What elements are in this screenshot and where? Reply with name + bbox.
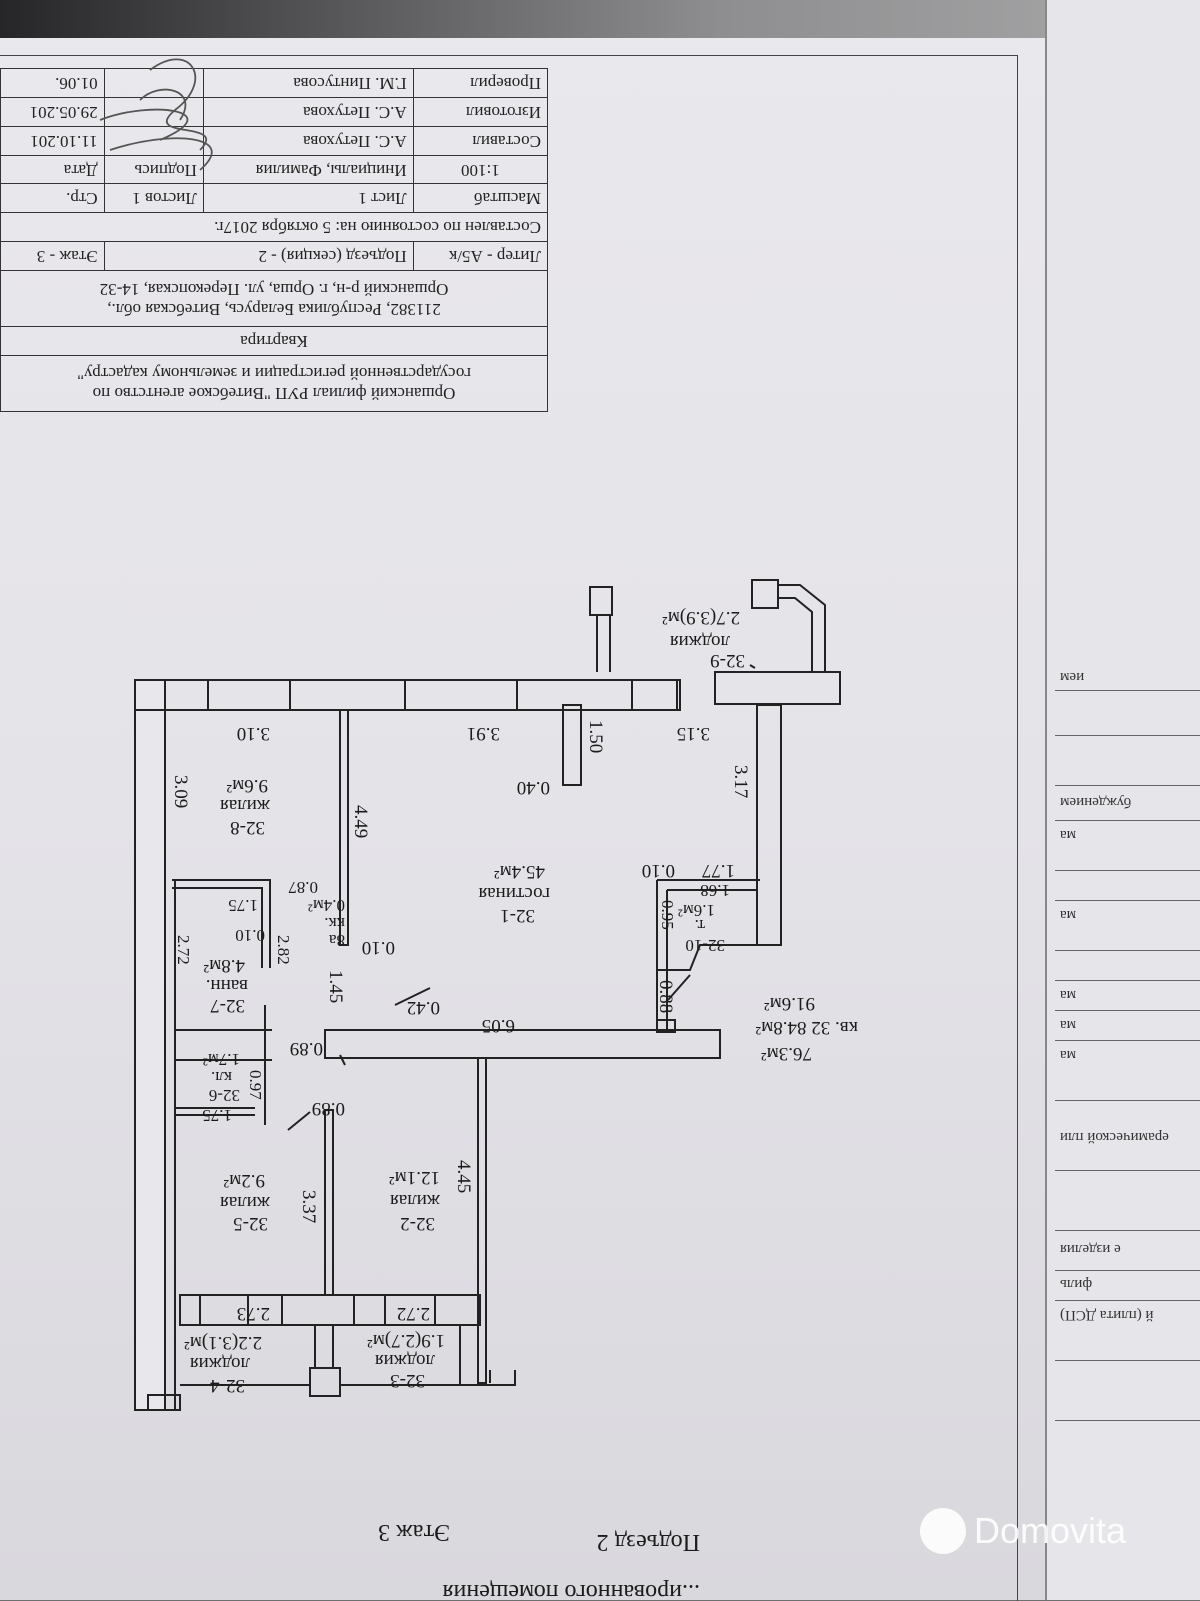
dimension: 3.10 <box>237 723 270 744</box>
room-area: 2.7(3.9)м² <box>662 607 740 628</box>
dimension: 1.75 <box>228 896 258 915</box>
room-name: жилая <box>220 1192 271 1213</box>
room-number: 32-8 <box>230 817 265 838</box>
room-name: кк. <box>324 914 345 933</box>
dimension: 0.10 <box>235 926 265 945</box>
dimension: 0.95 <box>658 900 677 930</box>
dimension: 0.89 <box>290 1038 323 1059</box>
room-name: лоджия <box>670 631 730 652</box>
room-name: жилая <box>390 1190 441 1211</box>
room-area: 1.7м² <box>203 1050 240 1069</box>
plan-labels: 32-9 лоджия 2.7(3.9)м² 3.15 3.91 3.10 1.… <box>170 607 858 1396</box>
drawing-frame <box>0 55 1018 1601</box>
dimension: 2.72 <box>397 1303 430 1324</box>
room-area: 9.6м² <box>226 775 268 796</box>
floor-label: Этаж 3 <box>378 1519 450 1545</box>
room-number: 32-4 <box>210 1375 245 1396</box>
room-number: 32-3 <box>390 1370 425 1391</box>
apartment-area: кв. 32 84.8м² <box>755 1017 858 1038</box>
room-area: 4.8м² <box>203 955 245 976</box>
room-number: 8а <box>329 931 346 950</box>
room-name: кл. <box>211 1068 232 1087</box>
room-number: 32-9 <box>710 650 745 671</box>
watermark: Domovita <box>920 1508 1126 1554</box>
dimension: 3.91 <box>467 723 500 744</box>
dimension: 2.82 <box>274 935 293 965</box>
dimension: 2.72 <box>174 935 193 965</box>
plan-footer: Подъезд 2 Этаж 3 ...ированного помещения <box>378 1519 700 1600</box>
dimension: 0.10 <box>642 860 675 881</box>
dimension: 1.68 <box>700 881 730 900</box>
dimension: 3.37 <box>298 1190 319 1223</box>
dimension: 0.87 <box>288 878 318 897</box>
room-area: 2.2(3.1)м² <box>184 1332 262 1353</box>
dimension: 3.15 <box>677 723 710 744</box>
dimension: 4.49 <box>350 805 371 838</box>
dimension: 4.45 <box>453 1160 474 1193</box>
dimension: 0.88 <box>655 980 676 1013</box>
dimension: 6.05 <box>482 1015 515 1036</box>
room-name: лоджия <box>375 1350 435 1371</box>
room-name: гостиная <box>478 883 550 904</box>
dimension: 1.75 <box>202 1106 232 1125</box>
dimension: 1.45 <box>325 970 346 1003</box>
room-number: 32-10 <box>685 936 725 955</box>
watermark-text: Domovita <box>974 1510 1127 1551</box>
room-area: 1.9(2.7)м² <box>367 1330 445 1351</box>
room-number: 32-7 <box>210 995 245 1016</box>
room-number: 32-2 <box>400 1213 435 1234</box>
room-name: жилая <box>220 795 271 816</box>
dimension: 3.09 <box>170 775 191 808</box>
dimension: 0.97 <box>246 1070 265 1100</box>
dimension: 3.17 <box>730 765 751 798</box>
room-number: 32-6 <box>209 1086 240 1105</box>
adjacent-page <box>1045 0 1200 1600</box>
walls <box>134 579 841 1411</box>
dimension: 2.73 <box>237 1303 270 1324</box>
watermark-logo-icon <box>920 1508 966 1554</box>
dimension: 0.10 <box>362 937 395 958</box>
room-name: т. <box>695 916 705 935</box>
dimension: 0.42 <box>407 997 440 1018</box>
dimension: 1.77 <box>702 860 735 881</box>
room-number: 32-1 <box>500 905 535 926</box>
total-area: 91.6м² <box>764 993 815 1014</box>
room-number: 32-5 <box>233 1213 268 1234</box>
dimension: 1.50 <box>585 720 606 753</box>
background-surface <box>0 0 1200 42</box>
room-area: 12.1м² <box>389 1167 440 1188</box>
room-name: лоджия <box>190 1353 250 1374</box>
entrance-label: Подъезд 2 <box>597 1529 700 1555</box>
room-name: ванн. <box>206 975 248 996</box>
room-area: 45.4м² <box>494 861 545 882</box>
room-area: 0.4м² <box>308 896 345 915</box>
plan-caption: ...ированного помещения <box>442 1579 700 1600</box>
room-area: 1.6м² <box>678 901 715 920</box>
dimension: 0.40 <box>517 777 550 798</box>
room-area: 9.2м² <box>223 1170 265 1191</box>
living-area: 76.3м² <box>761 1043 812 1064</box>
dimension: 0.89 <box>312 1098 345 1119</box>
